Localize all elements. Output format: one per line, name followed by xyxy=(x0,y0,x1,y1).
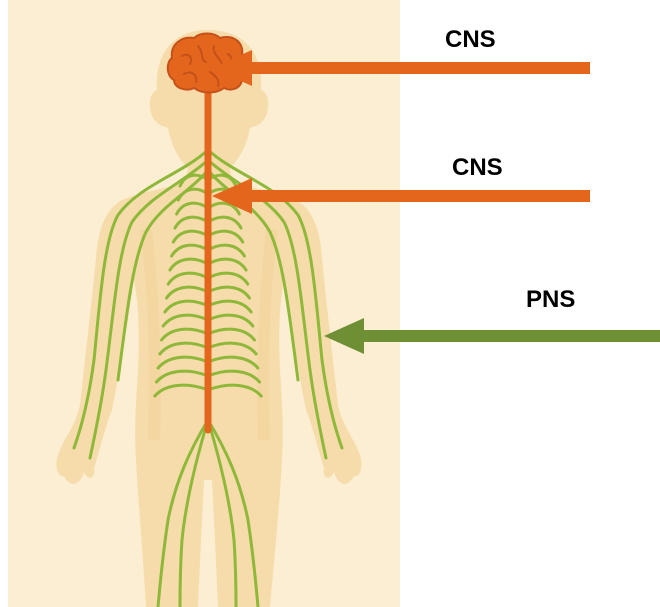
pns-label: PNS xyxy=(526,288,575,312)
cns-spinal-label: CNS xyxy=(452,156,503,180)
cns-brain-label: CNS xyxy=(445,28,496,52)
